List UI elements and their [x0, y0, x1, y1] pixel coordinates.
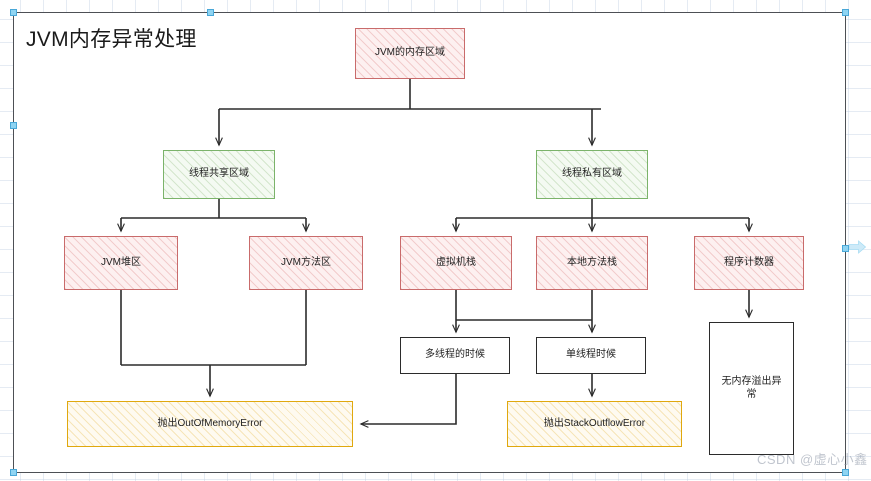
node-throw-outofmemoryerror[interactable]: 抛出OutOfMemoryError	[67, 401, 353, 447]
node-jvm-heap[interactable]: JVM堆区	[64, 236, 178, 290]
node-no-oom[interactable]: 无内存溢出异常	[709, 322, 794, 455]
node-label: JVM堆区	[101, 256, 141, 268]
node-label: 多线程的时候	[425, 349, 485, 361]
node-multi-thread[interactable]: 多线程的时候	[400, 337, 510, 374]
canvas-handle-top-left[interactable]	[10, 9, 17, 16]
canvas-handle-left-mid[interactable]	[10, 122, 17, 129]
node-label: JVM方法区	[281, 256, 331, 268]
node-single-thread[interactable]: 单线程时候	[536, 337, 646, 374]
node-jvm-memory-area[interactable]: JVM的内存区域	[355, 28, 465, 79]
node-label: 单线程时候	[566, 349, 616, 361]
node-thread-private-area[interactable]: 线程私有区域	[536, 150, 648, 199]
node-thread-shared-area[interactable]: 线程共享区域	[163, 150, 275, 199]
node-throw-stackoutflowerror[interactable]: 抛出StackOutflowError	[507, 401, 682, 447]
node-label: 虚拟机栈	[436, 256, 476, 268]
node-label: 抛出OutOfMemoryError	[157, 417, 263, 429]
node-label: 线程私有区域	[562, 168, 622, 180]
csdn-watermark: CSDN @虚心小鑫	[757, 452, 868, 467]
canvas-handle-top-right[interactable]	[842, 9, 849, 16]
node-label: 程序计数器	[724, 256, 774, 268]
canvas-handle-top-mid-left[interactable]	[207, 9, 214, 16]
node-label: JVM的内存区域	[375, 47, 445, 59]
expand-right-arrow-icon[interactable]	[849, 240, 866, 254]
canvas-handle-bottom-right[interactable]	[842, 469, 849, 476]
canvas-handle-right-mid[interactable]	[842, 245, 849, 252]
node-native-method-stack[interactable]: 本地方法栈	[536, 236, 648, 290]
node-label: 抛出StackOutflowError	[543, 417, 646, 429]
canvas-handle-bottom-left[interactable]	[10, 469, 17, 476]
node-label: 线程共享区域	[189, 168, 249, 180]
node-label: 本地方法栈	[567, 256, 617, 268]
node-vm-stack[interactable]: 虚拟机栈	[400, 236, 512, 290]
edge-multi-thread-to-throw-oom	[359, 374, 457, 428]
node-label: 无内存溢出异常	[721, 376, 782, 400]
node-jvm-method-area[interactable]: JVM方法区	[249, 236, 363, 290]
page-title: JVM内存异常处理	[26, 28, 197, 51]
node-program-counter[interactable]: 程序计数器	[694, 236, 804, 290]
